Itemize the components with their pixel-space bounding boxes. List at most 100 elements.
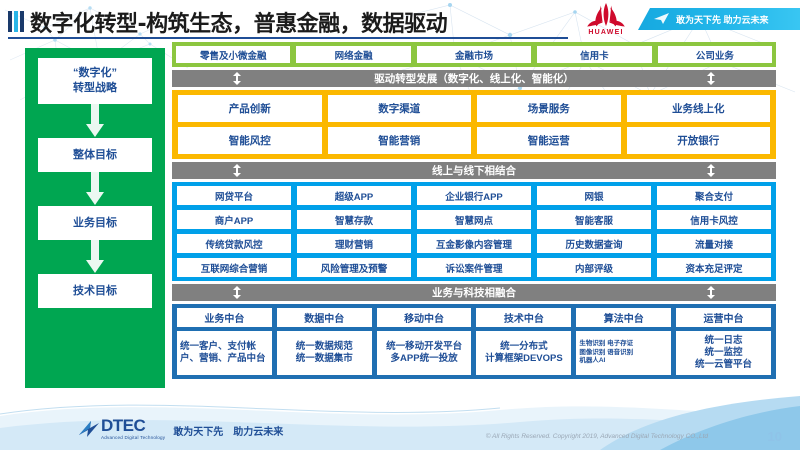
strategy-step-overall-goal[interactable]: 整体目标	[38, 138, 152, 172]
platform-head[interactable]: 运营中台	[676, 308, 771, 327]
drive-cell[interactable]: 开放银行	[626, 127, 770, 154]
dtec-triangle-icon	[79, 420, 99, 437]
platform-column-operations: 运营中台 统一日志 统一监控 统一云管平台	[676, 308, 771, 375]
online-cell[interactable]: 诉讼案件管理	[417, 258, 531, 277]
flow-arrow-2	[38, 172, 152, 206]
connector-drive-transformation: 驱动转型发展（数字化、线上化、智能化）	[172, 70, 776, 87]
business-line-cell[interactable]: 零售及小微金融	[176, 46, 291, 63]
platform-column-mobile: 移动中台 统一移动开发平台 多APP统一投放	[376, 308, 472, 375]
drive-cell[interactable]: 场景服务	[477, 95, 621, 122]
dtec-slogan: 敢为天下先 助力云未来	[173, 427, 284, 438]
strategy-step-line1: “数字化”	[73, 67, 117, 80]
platform-body: 统一分布式 计算框架DEVOPS	[476, 331, 572, 375]
platform-body: 统一移动开发平台 多APP统一投放	[376, 331, 472, 375]
drive-cell[interactable]: 智能运营	[477, 127, 621, 154]
platform-head[interactable]: 业务中台	[177, 308, 272, 327]
drive-row-2: 智能风控 智能营销 智能运营 开放银行	[178, 127, 770, 154]
online-cell[interactable]: 智能客服	[537, 210, 651, 229]
platform-body: 统一数据规范 统一数据集市	[276, 331, 372, 375]
online-cell[interactable]: 网贷平台	[177, 186, 291, 205]
platform-column-data: 数据中台 统一数据规范 统一数据集市	[276, 308, 372, 375]
platform-column-tech: 技术中台 统一分布式 计算框架DEVOPS	[476, 308, 572, 375]
business-line-cell[interactable]: 信用卡	[537, 46, 652, 63]
business-lines-row: 零售及小微金融 网络金融 金融市场 信用卡 公司业务	[176, 46, 773, 63]
slide-footer: DTEC Advanced Digital Technology 敢为天下先 助…	[0, 400, 800, 450]
copyright-text: © All Rights Reserved. Copyright 2019, A…	[485, 433, 708, 440]
business-line-cell[interactable]: 网络金融	[296, 46, 411, 63]
flow-arrow-1	[38, 104, 152, 138]
online-cell[interactable]: 超级APP	[297, 186, 411, 205]
online-cell[interactable]: 互金影像内容管理	[417, 234, 531, 253]
drive-cell[interactable]: 智能营销	[327, 127, 471, 154]
online-cell[interactable]: 智慧网点	[417, 210, 531, 229]
platform-body: 生物识别 电子存证 图像识别 语音识别 机器人AI	[576, 331, 672, 375]
online-cell[interactable]: 理财营销	[297, 234, 411, 253]
platform-column-business: 业务中台 统一客户、支付帐户、营销、产品中台	[177, 308, 272, 375]
online-cell[interactable]: 历史数据查询	[537, 234, 651, 253]
slide-header: 数字化转型-构筑生态，普惠金融，数据驱动 HUAWEI 敢为天下先 助力云未来	[0, 0, 800, 40]
paper-plane-icon	[654, 13, 669, 24]
drive-cell[interactable]: 产品创新	[178, 95, 322, 122]
online-cell[interactable]: 内部评级	[537, 258, 651, 277]
online-cell[interactable]: 商户APP	[177, 210, 291, 229]
huawei-wordmark: HUAWEI	[588, 29, 624, 36]
platform-grid: 业务中台 统一客户、支付帐户、营销、产品中台 数据中台 统一数据规范 统一数据集…	[177, 308, 771, 375]
drive-cell[interactable]: 智能风控	[178, 127, 322, 154]
platform-body: 统一客户、支付帐户、营销、产品中台	[177, 331, 272, 375]
huawei-logo: HUAWEI	[578, 2, 634, 38]
business-line-cell[interactable]: 公司业务	[657, 46, 773, 63]
title-underline	[8, 37, 568, 39]
online-cell[interactable]: 传统贷款风控	[177, 234, 291, 253]
huawei-slogan-banner: 敢为天下先 助力云未来	[638, 8, 800, 30]
connector-business-tech: 业务与科技相融合	[172, 284, 776, 301]
drive-row-1: 产品创新 数字渠道 场景服务 业务线上化	[178, 95, 770, 122]
dtec-tagline: Advanced Digital Technology	[101, 435, 166, 440]
dtec-mark: DTEC Advanced Digital Technology	[78, 417, 165, 440]
online-cell[interactable]: 流量对接	[657, 234, 771, 253]
title-accent-bars	[8, 11, 24, 32]
strategy-flow-column: “数字化” 转型战略 整体目标 业务目标 技术目标	[25, 48, 165, 388]
platform-body: 统一日志 统一监控 统一云管平台	[676, 331, 771, 375]
slogan-text: 敢为天下先 助力云未来	[676, 14, 769, 25]
drive-cell[interactable]: 业务线上化	[626, 95, 770, 122]
online-cell[interactable]: 网银	[537, 186, 651, 205]
strategy-step-line2: 转型战略	[73, 82, 117, 94]
platform-column-algorithm: 算法中台 生物识别 电子存证 图像识别 语音识别 机器人AI	[576, 308, 672, 375]
business-line-cell[interactable]: 金融市场	[416, 46, 532, 63]
strategy-step-business-goal[interactable]: 业务目标	[38, 206, 152, 240]
drive-cell[interactable]: 数字渠道	[327, 95, 471, 122]
page-title: 数字化转型-构筑生态，普惠金融，数据驱动	[30, 12, 448, 37]
up-down-arrow-icon	[707, 164, 715, 177]
online-row-1: 网贷平台 超级APP 企业银行APP 网银 聚合支付	[177, 186, 771, 205]
page-number: 10	[767, 429, 782, 444]
online-cell[interactable]: 风险管理及预警	[297, 258, 411, 277]
online-cell[interactable]: 聚合支付	[657, 186, 771, 205]
connector-label: 业务与科技相融合	[432, 287, 516, 299]
online-cell[interactable]: 资本充足评定	[657, 258, 771, 277]
platform-head[interactable]: 移动中台	[376, 308, 472, 327]
content-column: 零售及小微金融 网络金融 金融市场 信用卡 公司业务 驱动转型发展（数字化、线上…	[172, 42, 776, 379]
platform-head[interactable]: 技术中台	[476, 308, 572, 327]
business-lines-band: 零售及小微金融 网络金融 金融市场 信用卡 公司业务	[172, 42, 776, 67]
connector-label: 驱动转型发展（数字化、线上化、智能化）	[374, 73, 574, 85]
platform-head[interactable]: 数据中台	[276, 308, 372, 327]
huawei-flower-icon	[587, 3, 625, 27]
up-down-arrow-icon	[233, 72, 241, 85]
online-row-3: 传统贷款风控 理财营销 互金影像内容管理 历史数据查询 流量对接	[177, 234, 771, 253]
connector-online-offline: 线上与线下相结合	[172, 162, 776, 179]
online-cell[interactable]: 互联网综合营销	[177, 258, 291, 277]
up-down-arrow-icon	[707, 286, 715, 299]
online-cell[interactable]: 智慧存款	[297, 210, 411, 229]
online-cell[interactable]: 信用卡风控	[657, 210, 771, 229]
platform-band: 业务中台 统一客户、支付帐户、营销、产品中台 数据中台 统一数据规范 统一数据集…	[172, 304, 776, 379]
strategy-step-digital-strategy[interactable]: “数字化” 转型战略	[38, 58, 152, 104]
online-cell[interactable]: 企业银行APP	[417, 186, 531, 205]
platform-head[interactable]: 算法中台	[576, 308, 672, 327]
drive-transformation-band: 产品创新 数字渠道 场景服务 业务线上化 智能风控 智能营销 智能运营 开放银行	[172, 90, 776, 159]
strategy-step-tech-goal[interactable]: 技术目标	[38, 274, 152, 308]
up-down-arrow-icon	[233, 286, 241, 299]
connector-label: 线上与线下相结合	[432, 165, 516, 177]
dtec-logo: DTEC Advanced Digital Technology 敢为天下先 助…	[78, 417, 283, 440]
flow-arrow-3	[38, 240, 152, 274]
